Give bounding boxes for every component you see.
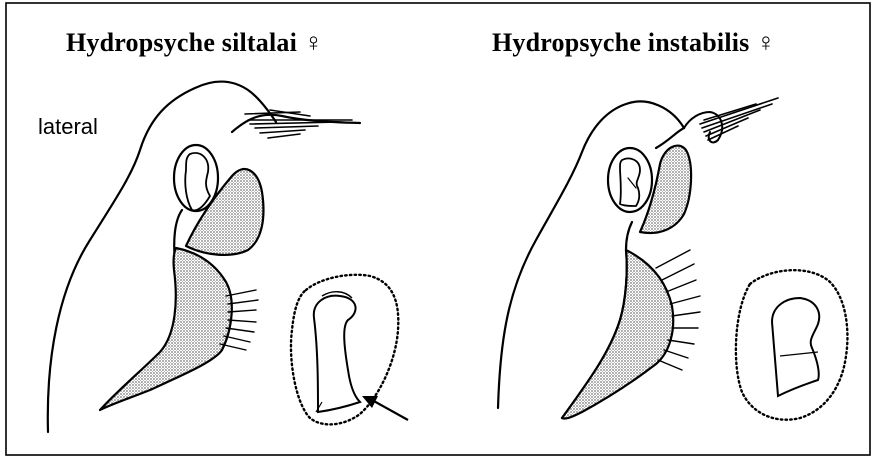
- title-hydropsyche-instabilis: Hydropsyche instabilis ♀: [492, 28, 776, 58]
- left-eye-inner: [185, 153, 210, 210]
- right-lower-stippled-lobe: [562, 250, 673, 419]
- left-setae-tip: [245, 110, 352, 138]
- left-eye-ring: [174, 145, 218, 211]
- right-inset-detail: [736, 270, 848, 420]
- title-hydropsyche-siltalai: Hydropsyche siltalai ♀: [66, 28, 323, 58]
- right-setae-tip: [700, 98, 778, 140]
- left-inset-detail: [291, 275, 408, 425]
- right-inset-socket: [772, 298, 819, 396]
- view-label-lateral: lateral: [38, 114, 98, 140]
- right-eye-inner: [620, 158, 640, 206]
- left-inset-arrow: [372, 400, 408, 420]
- right-inset-dotted-outline: [736, 270, 848, 420]
- left-lower-stippled-lobe: [100, 248, 232, 410]
- left-inset-socket: [314, 296, 360, 412]
- right-specimen-drawing: [498, 98, 778, 419]
